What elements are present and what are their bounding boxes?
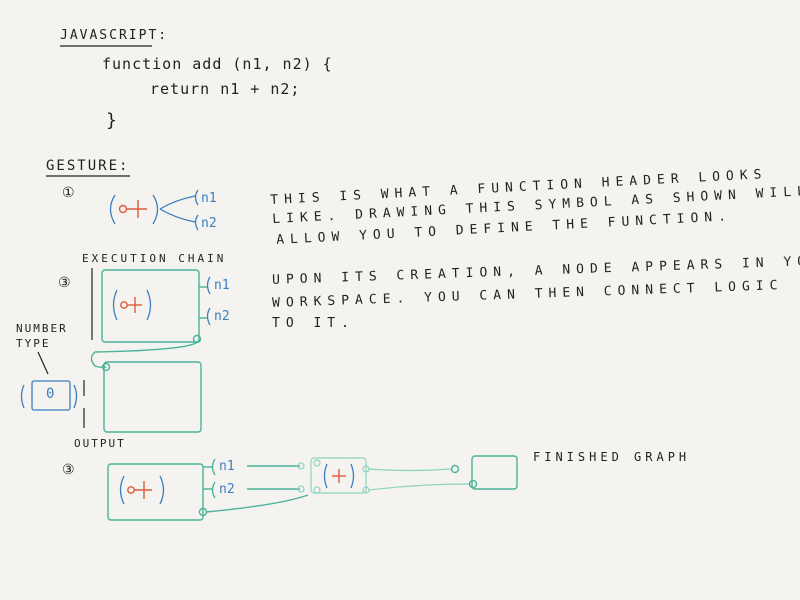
code-line-3: } [106,110,118,131]
param-n2-label: n2 [201,216,217,231]
number-value: 0 [46,386,55,402]
gesture-heading: GESTURE: [46,158,130,174]
output-label: OUTPUT [74,437,126,450]
number-type-node [20,351,85,428]
graph-param-n2-label: n2 [219,482,235,497]
function-header-symbol [109,189,199,231]
node-param-n2-label: n2 [214,309,230,324]
description-2-line-3: TO IT. [272,316,355,331]
node-param-n1-label: n1 [214,278,230,293]
graph-param-n1-label: n1 [219,459,235,474]
number-type-label-line-1: NUMBER [16,322,68,335]
finished-graph-label: FINISHED GRAPH [533,450,691,464]
output-node [101,361,202,433]
function-header-node [90,269,211,369]
language-label: JAVASCRIPT: [60,28,169,43]
step-2-number: ③ [58,275,71,291]
param-n1-label: n1 [201,191,217,206]
step-3-number: ③ [62,462,75,478]
execution-chain-label: EXECUTION CHAIN [82,252,227,265]
finished-graph [107,455,518,521]
code-line-2: return n1 + n2; [150,80,301,98]
number-type-label-line-2: TYPE [16,337,51,350]
step-1-number: ① [62,185,75,201]
code-line-1: function add (n1, n2) { [102,55,333,73]
